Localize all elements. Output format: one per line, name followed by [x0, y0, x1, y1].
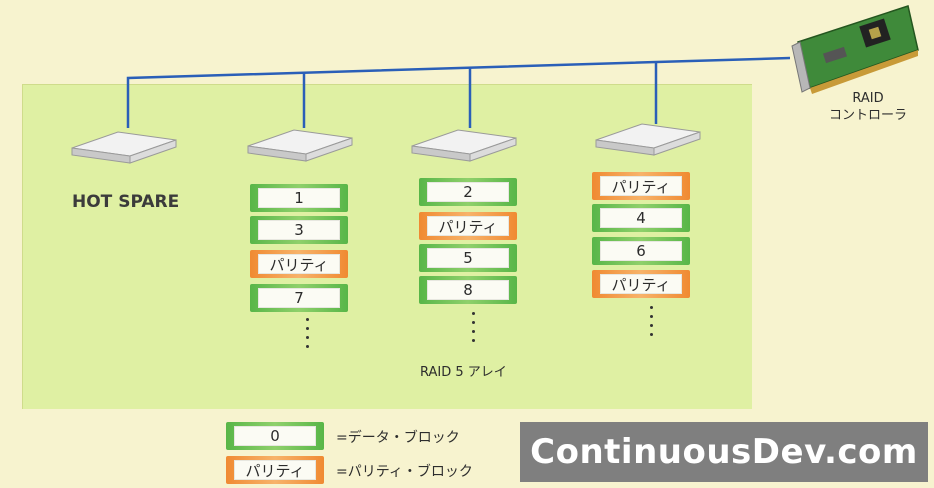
hot-spare-label: HOT SPARE [72, 192, 180, 212]
block-text: 2 [427, 182, 509, 202]
raid-controller-label: RAID コントローラ [818, 90, 918, 124]
block-text: 8 [427, 280, 509, 300]
legend-parity-sample-text: パリティ [234, 460, 316, 480]
legend-parity-text: =パリティ・ブロック [336, 464, 473, 480]
disk-2-icon [411, 129, 517, 162]
disk1-continuation-dots [304, 318, 310, 348]
disk1-block-3: パリティ [250, 250, 348, 278]
legend-parity-sample: パリティ [226, 456, 324, 484]
disk2-continuation-dots [470, 312, 476, 342]
disk3-block-4: パリティ [592, 270, 690, 298]
disk-1-icon [247, 129, 353, 162]
block-text: パリティ [600, 176, 682, 196]
disk1-block-1: 1 [250, 184, 348, 212]
disk2-block-4: 8 [419, 276, 517, 304]
disk3-block-1: パリティ [592, 172, 690, 200]
block-text: 7 [258, 288, 340, 308]
legend-data-sample: 0 [226, 422, 324, 450]
disk2-block-2: パリティ [419, 212, 517, 240]
hot-spare-disk-icon [71, 131, 177, 164]
controller-label-line1: RAID [852, 91, 884, 106]
watermark: ContinuousDev.com [520, 422, 928, 482]
raid5-array-label: RAID 5 アレイ [420, 365, 507, 380]
block-text: 3 [258, 220, 340, 240]
disk3-continuation-dots [648, 306, 654, 336]
block-text: パリティ [258, 254, 340, 274]
disk2-block-1: 2 [419, 178, 517, 206]
disk3-block-2: 4 [592, 204, 690, 232]
block-text: 6 [600, 241, 682, 261]
block-text: 4 [600, 208, 682, 228]
legend-data-text: =データ・ブロック [336, 430, 460, 446]
legend-data-sample-text: 0 [234, 426, 316, 446]
disk2-block-3: 5 [419, 244, 517, 272]
block-text: 5 [427, 248, 509, 268]
disk1-block-4: 7 [250, 284, 348, 312]
disk-3-icon [595, 123, 701, 156]
block-text: パリティ [427, 216, 509, 236]
controller-label-line2: コントローラ [828, 108, 907, 123]
block-text: 1 [258, 188, 340, 208]
block-text: パリティ [600, 274, 682, 294]
disk3-block-3: 6 [592, 237, 690, 265]
disk1-block-2: 3 [250, 216, 348, 244]
raid-controller-card-icon [791, 5, 919, 94]
